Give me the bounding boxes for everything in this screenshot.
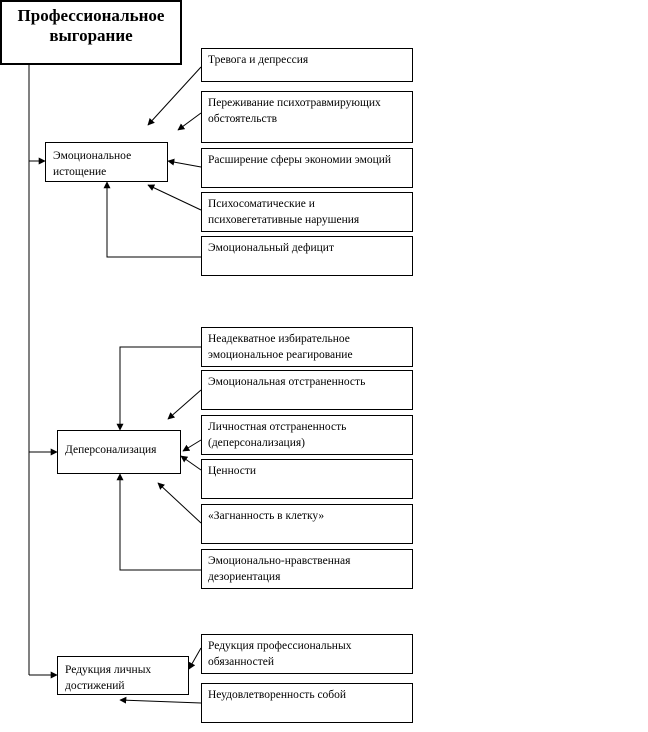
item-inadequate: Неадекватное избирательное эмоциональное… [201, 327, 413, 367]
arrow-deficit [103, 181, 201, 258]
category-emotional-exhaustion: Эмоциональное истощение [45, 142, 168, 182]
item-label: «Загнанность в клетку» [208, 510, 325, 522]
item-label: Психосоматические и психовегетативные на… [208, 198, 360, 226]
item-label: Неадекватное избирательное эмоциональное… [208, 333, 353, 361]
arrow-values [180, 455, 202, 471]
item-label: Расширение сферы экономии эмоций [208, 154, 392, 166]
item-label: Неудовлетворенность собой [208, 689, 347, 701]
item-label: Переживание психотравмирующих обстоятель… [208, 97, 381, 125]
item-label: Личностная отстраненность (деперсонализа… [208, 421, 347, 449]
root-box: Профессиональное выгорание [0, 0, 182, 65]
category-label: Эмоциональное истощение [53, 150, 132, 178]
item-duties: Редукция профессиональных обязанностей [201, 634, 413, 674]
item-label: Эмоционально-нравственная дезориентация [208, 555, 351, 583]
item-dissatisfaction: Неудовлетворенность собой [201, 683, 413, 723]
item-label: Эмоциональный дефицит [208, 242, 334, 254]
category-label: Редукция личных достижений [65, 664, 152, 692]
arrow-cage [157, 482, 202, 524]
arrow-economy [167, 158, 202, 168]
arrow-detachment [167, 389, 202, 420]
item-cage: «Загнанность в клетку» [201, 504, 413, 544]
arrow-inadequate [116, 346, 201, 431]
item-values: Ценности [201, 459, 413, 499]
item-personal-detachment: Личностная отстраненность (деперсонализа… [201, 415, 413, 455]
root-title: Профессиональное выгорание [17, 6, 165, 45]
arrow-personal-detachment [182, 439, 202, 452]
category-depersonalization: Деперсонализация [57, 430, 181, 474]
arrow-traumatic [177, 112, 202, 131]
arrow-duties [188, 647, 202, 670]
category-label: Деперсонализация [65, 444, 157, 456]
item-label: Эмоциональная отстраненность [208, 376, 366, 388]
arrow-psychosomatic [147, 184, 202, 211]
item-detachment: Эмоциональная отстраненность [201, 370, 413, 410]
item-psychosomatic: Психосоматические и психовегетативные на… [201, 192, 413, 232]
arrow-dissatisfaction [119, 696, 202, 704]
item-anxiety: Тревога и депрессия [201, 48, 413, 82]
item-label: Редукция профессиональных обязанностей [208, 640, 352, 668]
item-deficit: Эмоциональный дефицит [201, 236, 413, 276]
arrow-disorientation [116, 473, 201, 571]
item-label: Тревога и депрессия [208, 54, 309, 66]
item-economy: Расширение сферы экономии эмоций [201, 148, 413, 188]
item-disorientation: Эмоционально-нравственная дезориентация [201, 549, 413, 589]
item-traumatic: Переживание психотравмирующих обстоятель… [201, 91, 413, 143]
category-reduction: Редукция личных достижений [57, 656, 189, 695]
item-label: Ценности [208, 465, 257, 477]
arrow-anxiety [147, 66, 202, 126]
